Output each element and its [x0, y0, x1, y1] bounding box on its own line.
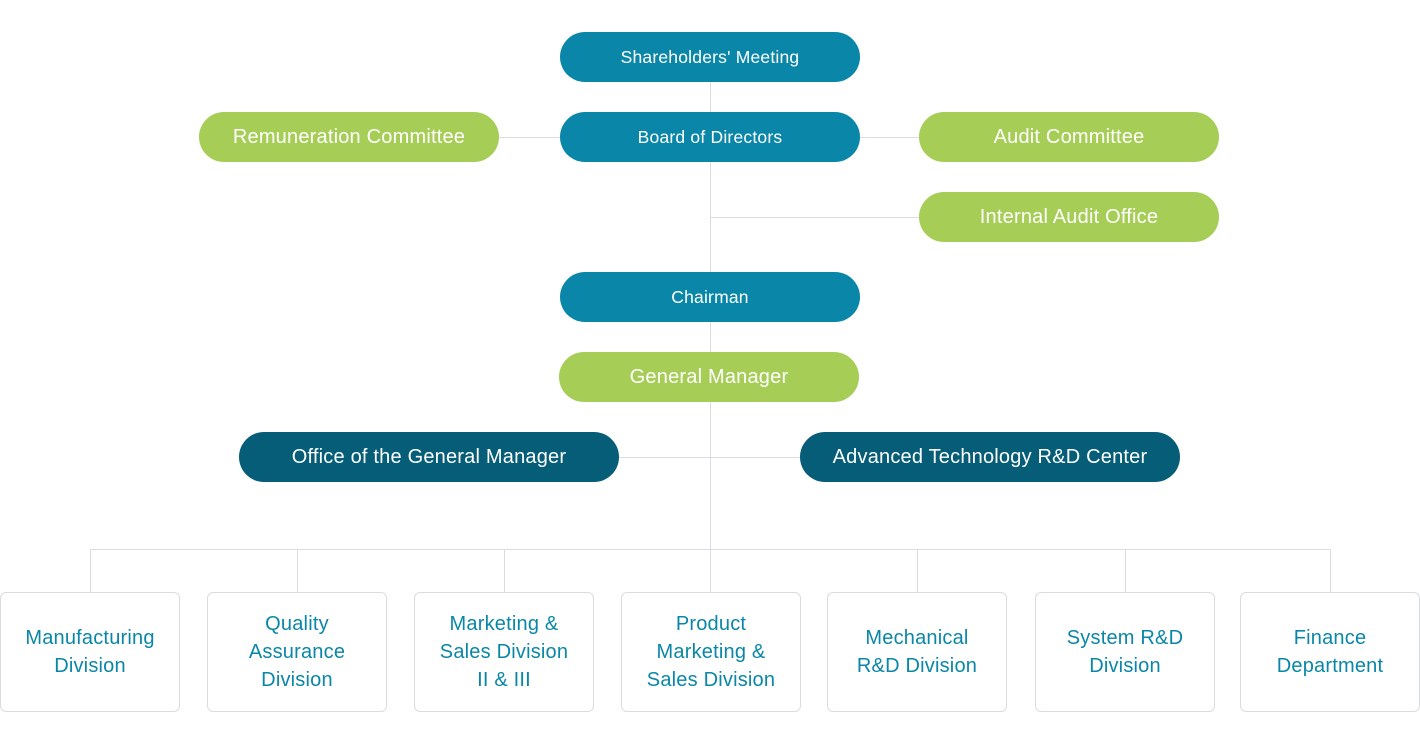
shareholders-meeting-node: Shareholders' Meeting	[560, 32, 860, 82]
division-box-marketing-sales-ii-iii: Marketing & Sales Division II & III	[414, 592, 594, 712]
division-drop-7	[1330, 549, 1331, 592]
division-box-manufacturing: Manufacturing Division	[0, 592, 180, 712]
division-drop-6	[1125, 549, 1126, 592]
advanced-technology-center-node: Advanced Technology R&D Center	[800, 432, 1180, 482]
internal-audit-office-node: Internal Audit Office	[919, 192, 1219, 242]
board-of-directors-node: Board of Directors	[560, 112, 860, 162]
division-box-system-rd: System R&D Division	[1035, 592, 1215, 712]
main-vertical-connector	[710, 82, 711, 592]
audit-committee-node: Audit Committee	[919, 112, 1219, 162]
gm-office-connector	[618, 457, 800, 458]
internal-audit-connector	[710, 217, 919, 218]
audit-committee-connector	[860, 137, 919, 138]
division-box-finance: Finance Department	[1240, 592, 1420, 712]
divisions-horizontal-connector	[90, 549, 1330, 550]
remuneration-committee-node: Remuneration Committee	[199, 112, 499, 162]
division-box-mechanical-rd: Mechanical R&D Division	[827, 592, 1007, 712]
division-box-quality-assurance: Quality Assurance Division	[207, 592, 387, 712]
division-box-product-marketing-sales: Product Marketing & Sales Division	[621, 592, 801, 712]
division-drop-1	[90, 549, 91, 592]
remuneration-connector	[498, 137, 560, 138]
general-manager-node: General Manager	[559, 352, 859, 402]
division-drop-5	[917, 549, 918, 592]
office-of-general-manager-node: Office of the General Manager	[239, 432, 619, 482]
division-drop-2	[297, 549, 298, 592]
division-drop-3	[504, 549, 505, 592]
chairman-node: Chairman	[560, 272, 860, 322]
